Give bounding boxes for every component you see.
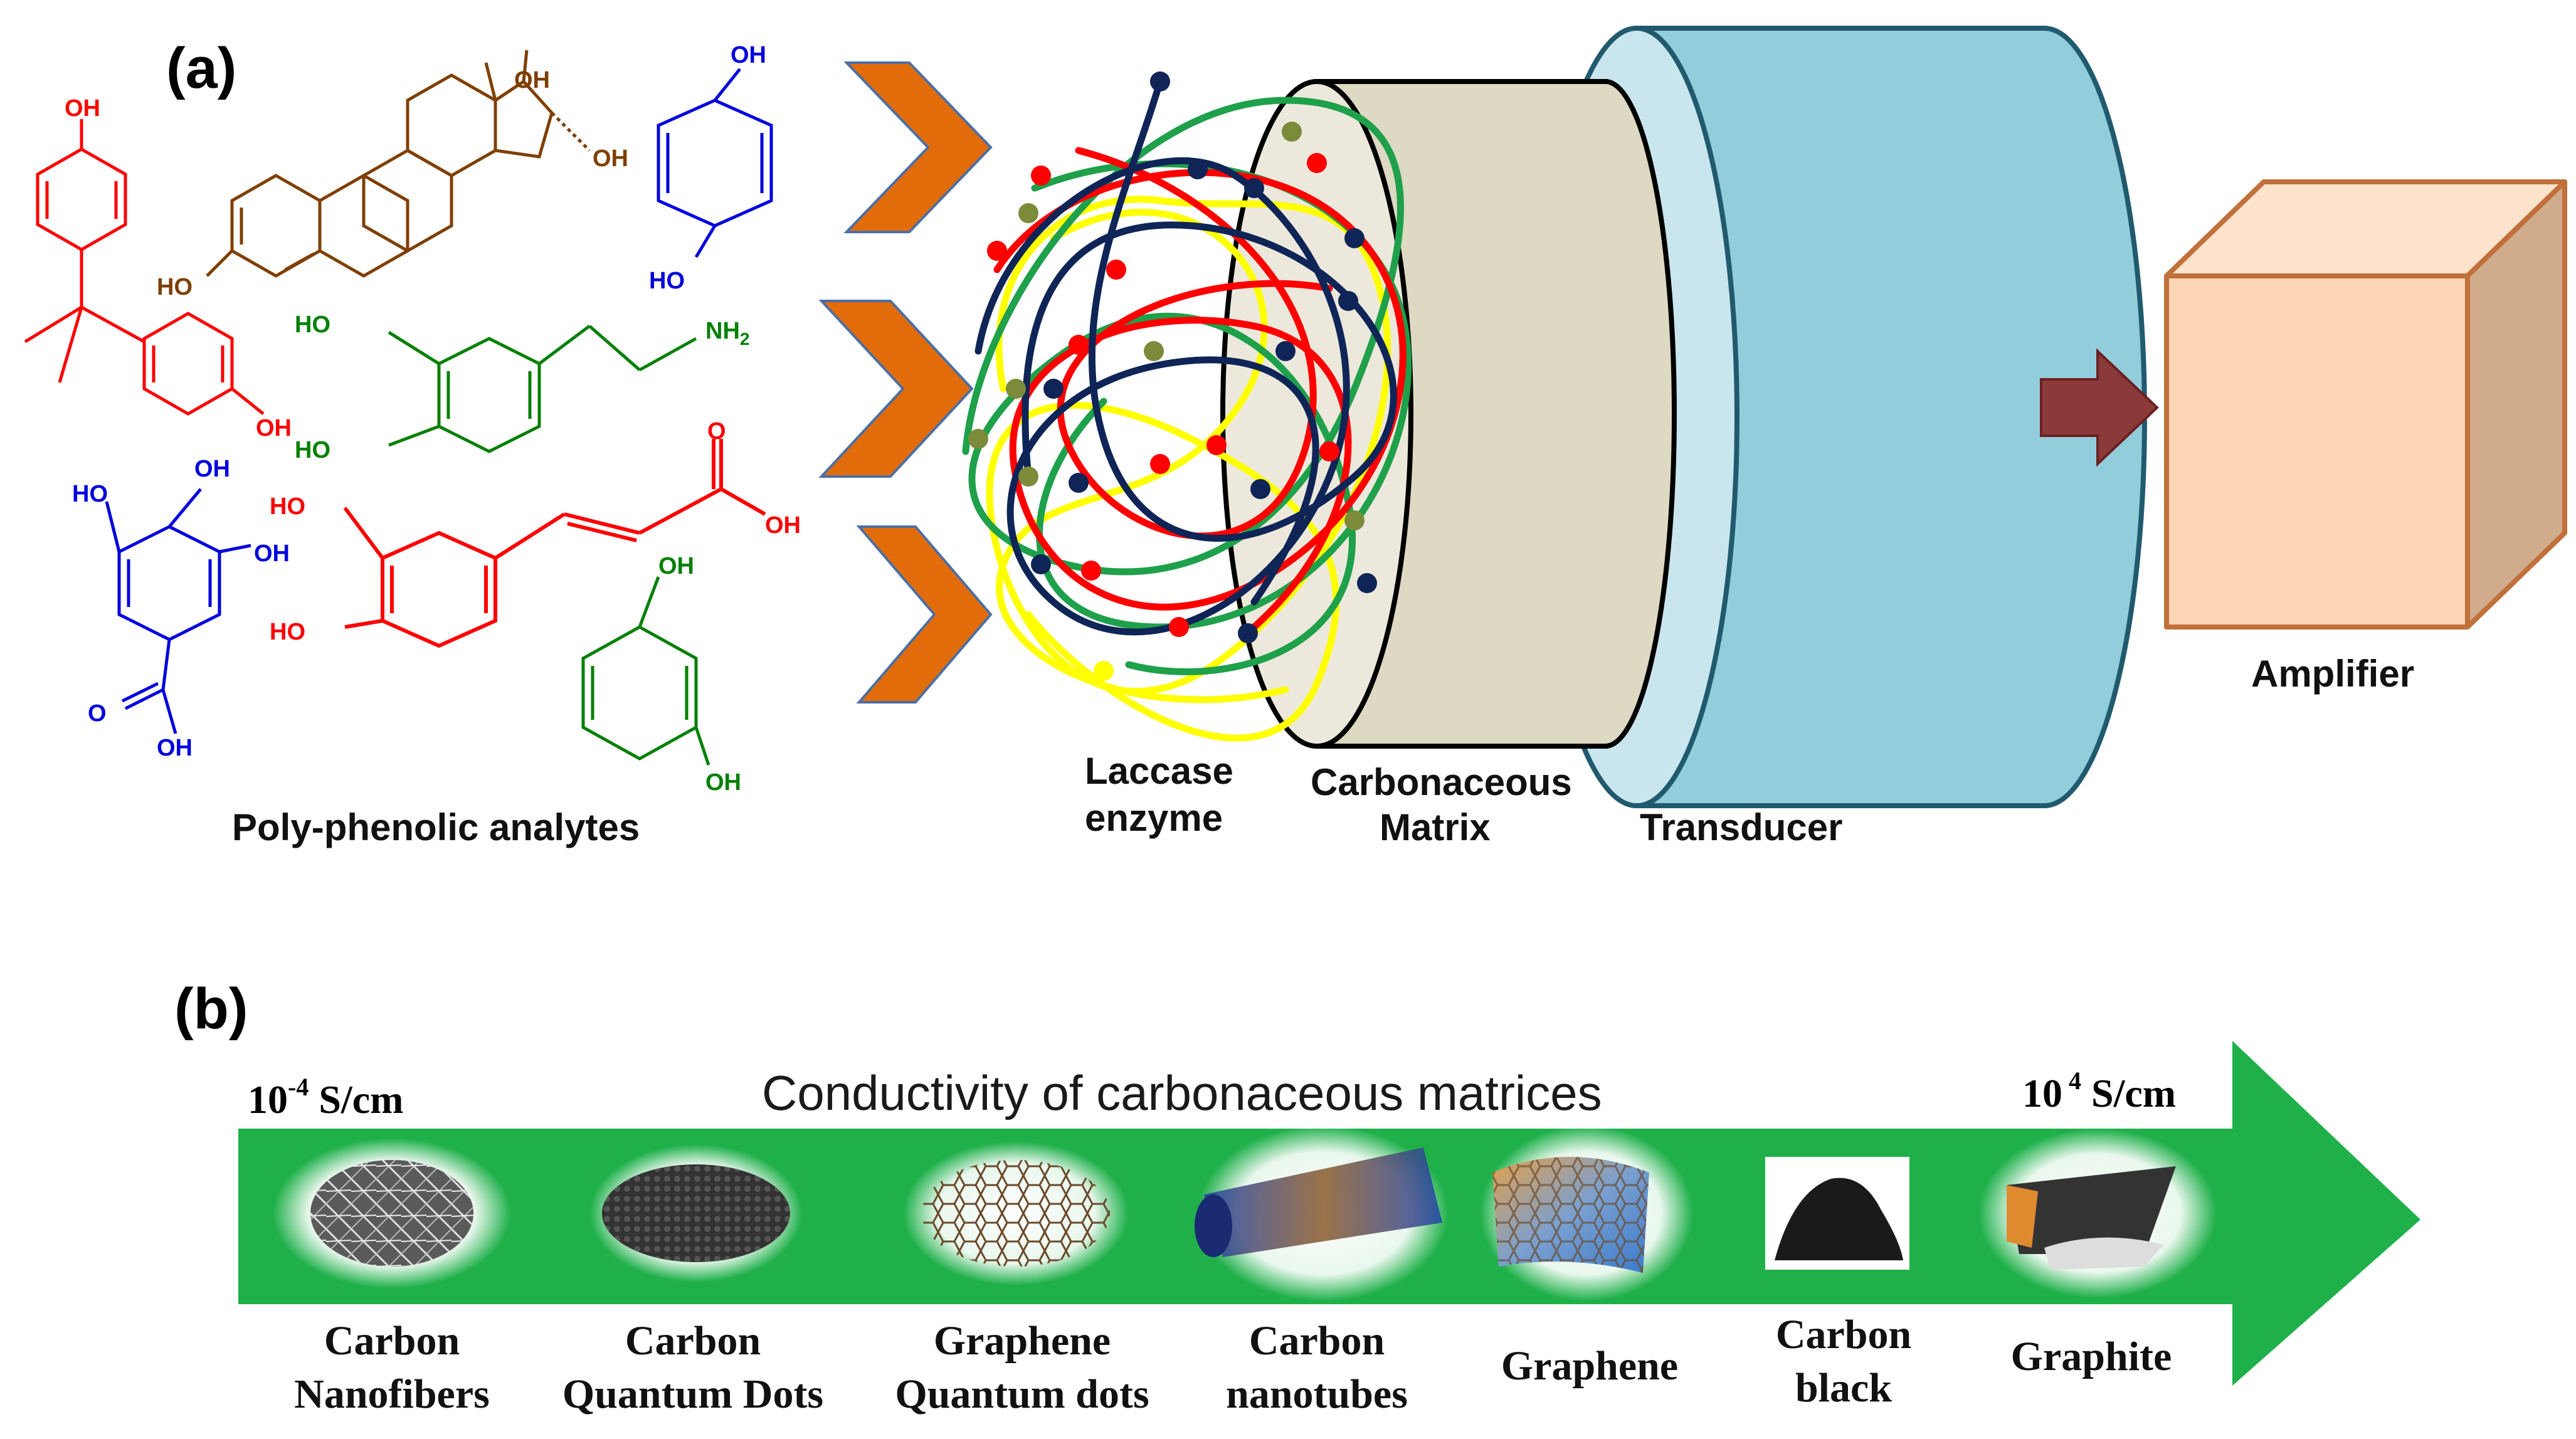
transducer-label: Transducer (1640, 806, 1842, 848)
matrix-label-line2: Matrix (1380, 806, 1491, 848)
material-label-line2: Quantum Dots (562, 1371, 823, 1417)
graphene-icon (1480, 1125, 1693, 1301)
enzyme-label-line1: Laccase (1085, 750, 1233, 792)
material-label-line1: Carbon (1249, 1318, 1385, 1364)
caffeic-o: O (707, 418, 726, 445)
material-label-line1: Graphene (1501, 1343, 1678, 1389)
graphite-icon (1978, 1129, 2217, 1298)
bpa-oh-bottom: OH (256, 415, 292, 441)
gallic-o: O (88, 700, 107, 727)
matrix-label-line1: Carbonaceous (1311, 761, 1572, 803)
dopamine-ho-bottom: HO (295, 437, 330, 463)
estriol-ho: HO (157, 274, 193, 300)
analytes-caption: Poly-phenolic analytes (232, 806, 640, 848)
material-label-line2: Nanofibers (294, 1371, 490, 1417)
enzyme-label-line2: enzyme (1085, 797, 1223, 839)
low-conductivity-label: 10-4 S/cm (248, 1073, 403, 1122)
material-label-line1: Carbon (625, 1318, 761, 1364)
gallic-oh-bottom: OH (157, 735, 193, 761)
estriol-oh-top: OH (514, 67, 550, 93)
hydroquinone-structure (657, 68, 773, 258)
resorcinol-oh-bottom: OH (705, 769, 741, 796)
gallic-oh-top: OH (194, 456, 230, 482)
chevron-arrow-3 (856, 525, 993, 704)
hq-ho: HO (649, 268, 685, 294)
gallic-ho: HO (72, 481, 108, 507)
material-label-line2: Quantum dots (895, 1371, 1149, 1417)
chevron-arrow-1 (843, 61, 993, 233)
transducer-cylinder (1534, 26, 2147, 808)
carbon-black-icon (1765, 1157, 1909, 1270)
hq-oh: OH (731, 42, 766, 68)
gallic-oh-right: OH (254, 540, 290, 567)
dopamine-nh2: NH2 (705, 318, 749, 349)
laccase-beads (968, 71, 1377, 681)
bisphenol-a-structure (24, 119, 265, 416)
amplifier-box (2164, 179, 2567, 630)
panel-b-label: (b) (174, 977, 248, 1041)
carbon-nanofibers-icon (273, 1138, 511, 1289)
carbon-nanotubes-icon (1195, 1125, 1449, 1301)
signal-arrow (2040, 348, 2159, 467)
conductivity-title: Conductivity of carbonaceous matrices (762, 1065, 1602, 1120)
dopamine-ho-top: HO (295, 312, 330, 338)
material-label-line1: Carbon (324, 1318, 460, 1364)
graphene-quantum-dots-icon (903, 1141, 1129, 1285)
chevron-arrow-2 (818, 300, 974, 478)
caffeic-ho-top: HO (270, 493, 305, 520)
resorcinol-structure (581, 576, 710, 766)
resorcinol-oh-top: OH (658, 553, 694, 579)
material-label-line2: nanotubes (1226, 1371, 1408, 1417)
material-label-line1: Graphite (2011, 1334, 2172, 1379)
amplifier-label: Amplifier (2251, 653, 2414, 695)
bpa-oh-top: OH (65, 95, 100, 122)
material-label-line1: Carbon (1776, 1312, 1911, 1357)
gallic-acid-structure (105, 488, 251, 734)
material-label-line1: Graphene (934, 1318, 1111, 1364)
dopamine-structure (388, 325, 697, 453)
estriol-oh-side: OH (593, 145, 628, 172)
high-conductivity-label: 10 4 S/cm (2022, 1067, 2176, 1115)
caffeic-acid-structure (343, 439, 766, 648)
caffeic-ho-bottom: HO (270, 619, 305, 645)
caffeic-oh: OH (765, 512, 801, 539)
estriol-structure (206, 50, 591, 278)
panel-a-label: (a) (166, 36, 236, 100)
material-label-line2: black (1795, 1365, 1892, 1411)
chevron-arrows (818, 61, 993, 704)
carbon-quantum-dots-icon (589, 1144, 803, 1282)
